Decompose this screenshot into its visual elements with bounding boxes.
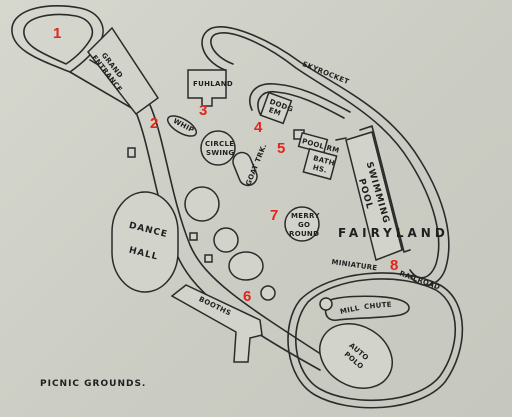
dodgem-building	[259, 91, 293, 125]
marker-4: 4	[254, 119, 263, 136]
ride-circle	[228, 251, 264, 281]
small-structure	[127, 147, 136, 158]
merry-go-round-label-1: MERRY	[291, 212, 320, 220]
small-structure	[189, 232, 198, 241]
svg-text:HS.: HS.	[312, 163, 328, 174]
marker-3: 3	[199, 102, 207, 119]
merry-go-round-label-3: ROUND	[289, 230, 319, 238]
marker-2: 2	[150, 115, 158, 132]
svg-text:EM: EM	[268, 106, 282, 118]
chute-label: CHUTE	[364, 301, 392, 311]
swimming-pool	[335, 125, 411, 262]
marker-6: 6	[243, 288, 251, 305]
merry-go-round-label-2: GO	[298, 221, 310, 229]
auto-polo	[319, 323, 393, 389]
fuhland-label: FUHLAND	[193, 80, 233, 88]
bath-house	[302, 147, 338, 181]
miniature-railroad	[287, 272, 464, 409]
marker-8: 8	[390, 257, 398, 274]
small-structure	[204, 254, 213, 263]
whip-ride	[166, 115, 198, 137]
mill-label: MILL	[339, 304, 360, 316]
ride-circle	[260, 285, 276, 301]
fairyland-label: FAIRYLAND	[338, 226, 449, 240]
skyrocket-track	[201, 26, 450, 286]
mill-chute	[319, 295, 410, 321]
marker-5: 5	[277, 140, 285, 157]
miniature-label: MINIATURE	[331, 258, 378, 272]
dance-hall	[111, 191, 179, 293]
skyrocket-label: SKYROCKET	[301, 60, 350, 86]
fuhland-building	[187, 69, 227, 107]
marker-1: 1	[53, 25, 61, 42]
picnic-grounds-label: PICNIC GROUNDS.	[40, 379, 146, 389]
circle-swing-label-1: CIRCLE	[205, 140, 234, 148]
booths	[170, 284, 263, 363]
grand-entrance-building	[87, 26, 160, 116]
goat-track	[232, 151, 258, 187]
circle-swing-label-2: SWING	[206, 149, 234, 157]
ride-circle	[184, 186, 220, 222]
marker-7: 7	[270, 207, 278, 224]
bath-house-label: BATH HS.	[312, 154, 336, 175]
ride-circle	[213, 227, 239, 253]
merry-go-round	[284, 206, 320, 242]
circle-swing	[200, 130, 236, 166]
